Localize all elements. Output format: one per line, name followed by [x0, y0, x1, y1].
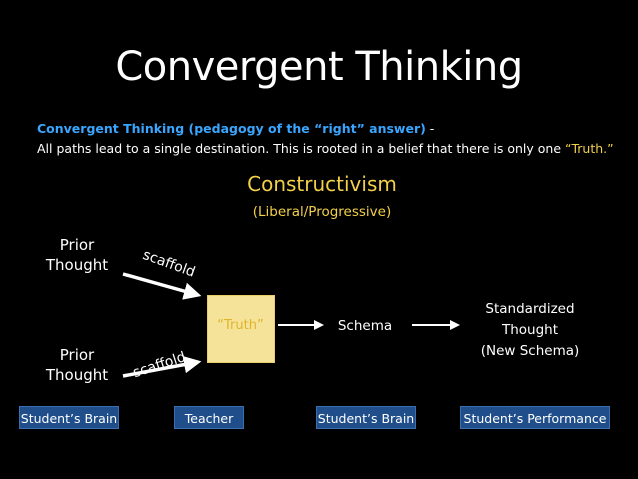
truth-box — [207, 295, 275, 363]
label-students-brain-left: Student’s Brain — [19, 406, 119, 429]
prior-thought-bottom: Prior Thought — [34, 345, 120, 385]
subtitle: Constructivism — [247, 172, 397, 196]
definition-body: All paths lead to a single destination. … — [37, 141, 614, 156]
definition-body-text: All paths lead to a single destination. … — [37, 141, 566, 156]
prior-thought-bottom-line2: Thought — [45, 366, 109, 384]
scaffold-arrow-top — [122, 272, 202, 300]
standardized-thought-label: Standardized Thought (New Schema) — [470, 299, 590, 362]
truth-label: “Truth” — [217, 318, 264, 333]
definition-heading: Convergent Thinking (pedagogy of the “ri… — [37, 121, 434, 136]
label-teacher: Teacher — [174, 406, 244, 429]
schema-label: Schema — [337, 318, 393, 334]
standardized-line2: Thought — [501, 322, 559, 338]
subtitle-secondary: (Liberal/Progressive) — [252, 204, 392, 220]
standardized-line1: Standardized — [485, 301, 575, 317]
label-students-performance: Student’s Performance — [460, 406, 610, 429]
slide-title: Convergent Thinking — [115, 44, 523, 90]
prior-thought-top-line1: Prior — [59, 236, 95, 254]
standardized-line3: (New Schema) — [480, 343, 580, 359]
definition-dash: - — [425, 121, 435, 136]
scaffold-arrow-bottom — [122, 355, 202, 378]
prior-thought-top: Prior Thought — [34, 235, 120, 275]
definition-truth: “Truth.” — [565, 141, 614, 156]
definition-lead: Convergent Thinking (pedagogy of the “ri… — [37, 121, 426, 136]
label-students-brain-middle: Student’s Brain — [316, 406, 416, 429]
prior-thought-bottom-line1: Prior — [59, 346, 95, 364]
prior-thought-top-line2: Thought — [45, 256, 109, 274]
